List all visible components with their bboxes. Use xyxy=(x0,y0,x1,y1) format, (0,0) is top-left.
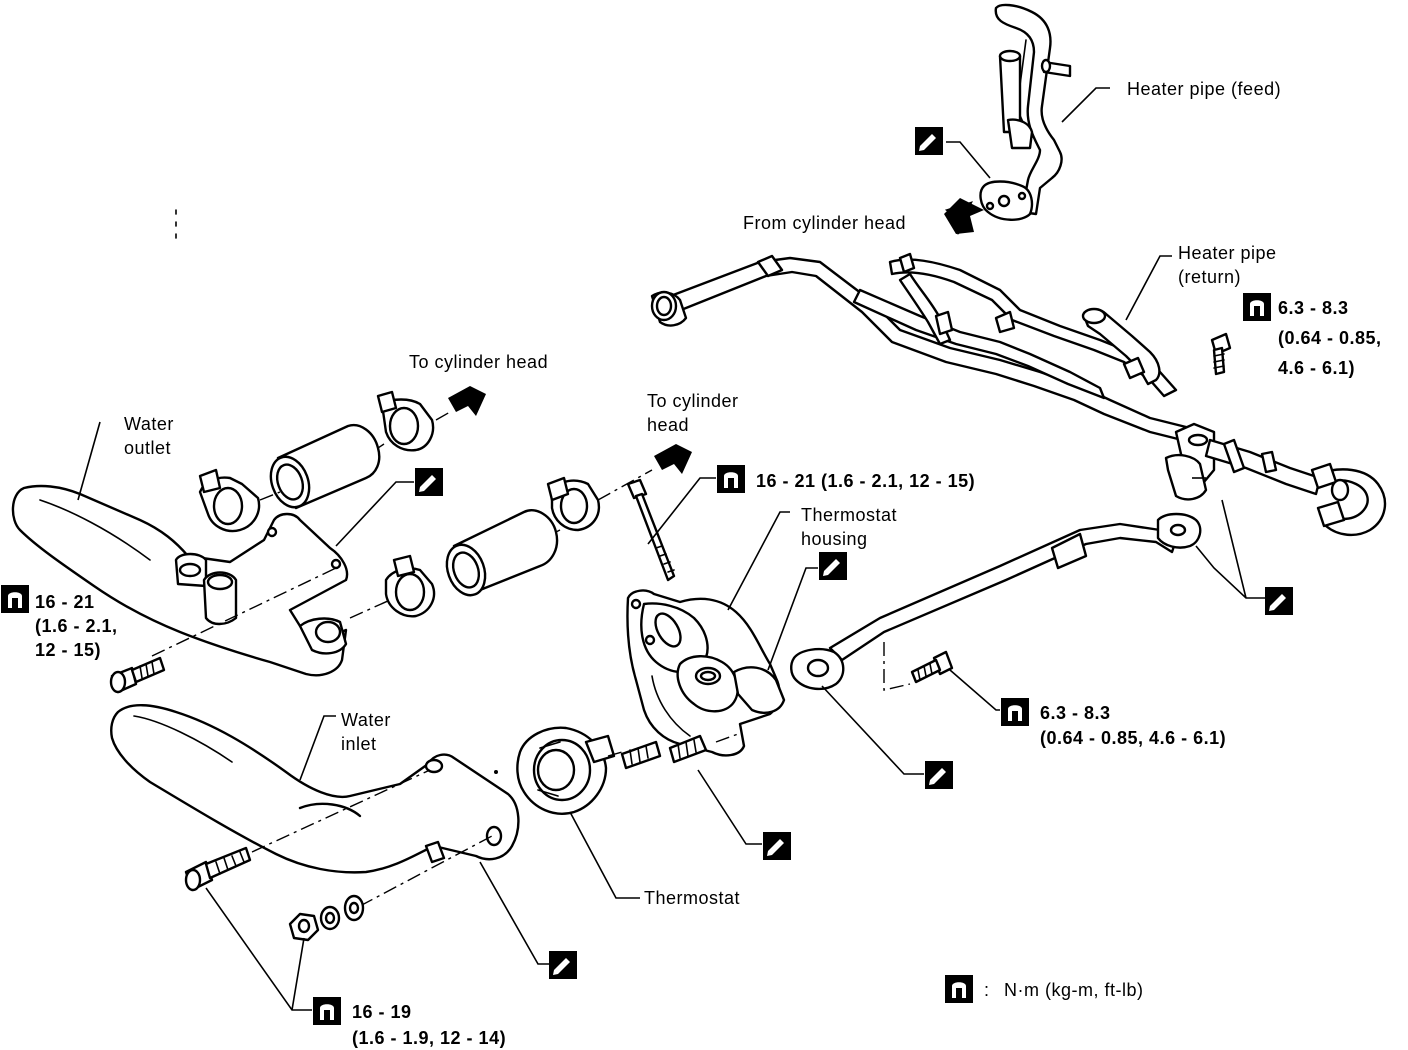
legend-unit: N·m (kg-m, ft-lb) xyxy=(1004,980,1144,1000)
torque-icon xyxy=(1243,293,1271,321)
torque-icon xyxy=(1,585,29,613)
housing-bolt xyxy=(626,478,676,582)
water-inlet xyxy=(110,704,520,874)
heater-pipe-feed xyxy=(979,3,1072,221)
upper-hose xyxy=(198,390,435,533)
torque-spec-inlet: 16 - 19 xyxy=(352,1002,412,1022)
sealant-icon xyxy=(1265,587,1293,615)
nut-washers xyxy=(288,894,365,942)
label-to-cylinder-head-2: To cylinder xyxy=(647,391,739,411)
label-heater-pipe-return-2: (return) xyxy=(1178,267,1242,287)
torque-spec-outlet-2: (1.6 - 2.1, xyxy=(35,616,118,636)
label-from-cylinder-head: From cylinder head xyxy=(743,213,907,233)
torque-spec-heater-pipe: 6.3 - 8.3 xyxy=(1278,298,1349,318)
sealant-icon xyxy=(415,468,443,496)
thermostat xyxy=(516,726,616,815)
thermostat-housing xyxy=(626,589,786,757)
water-outlet xyxy=(11,484,349,677)
heater-pipe-return xyxy=(650,252,1387,537)
label-water-outlet: Water xyxy=(124,414,174,434)
sealant-icon xyxy=(549,951,577,979)
label-thermostat-housing-2: housing xyxy=(801,529,868,549)
torque-spec-outlet-3: 12 - 15) xyxy=(35,640,102,660)
legend-separator: : xyxy=(984,980,990,1000)
torque-icon xyxy=(717,465,745,493)
label-heater-pipe-feed: Heater pipe (feed) xyxy=(1127,79,1282,99)
torque-spec-heater-pipe-3: 4.6 - 6.1) xyxy=(1278,358,1356,378)
torque-icon xyxy=(313,997,341,1025)
torque-spec-inlet-2: (1.6 - 1.9, 12 - 14) xyxy=(352,1028,507,1048)
label-thermostat: Thermostat xyxy=(644,888,741,908)
inlet-bolt xyxy=(184,846,252,892)
torque-spec-outlet: 16 - 21 xyxy=(35,592,95,612)
sealant-icon xyxy=(763,832,791,860)
torque-spec-pipe: 6.3 - 8.3 xyxy=(1040,703,1111,723)
label-thermostat-housing: Thermostat xyxy=(801,505,898,525)
sealant-icon xyxy=(915,127,943,155)
torque-icon xyxy=(1001,698,1029,726)
stud-1 xyxy=(620,740,662,770)
label-heater-pipe-return: Heater pipe xyxy=(1178,243,1277,263)
heater-return-bolt xyxy=(1210,332,1232,376)
torque-legend-icon xyxy=(945,975,973,1003)
arrow-to-cylinder-head-2 xyxy=(654,444,692,474)
torque-spec-heater-pipe-2: (0.64 - 0.85, xyxy=(1278,328,1382,348)
label-to-cylinder-head-2b: head xyxy=(647,415,690,435)
torque-spec-pipe-2: (0.64 - 0.85, 4.6 - 6.1) xyxy=(1040,728,1227,748)
sealant-icon xyxy=(925,761,953,789)
arrow-to-cylinder-head-1 xyxy=(448,386,486,416)
label-water-outlet-2: outlet xyxy=(124,438,172,458)
lower-hose xyxy=(384,476,601,618)
label-water-inlet-2: inlet xyxy=(341,734,377,754)
torque-spec-housing-bolt: 16 - 21 (1.6 - 2.1, 12 - 15) xyxy=(756,471,976,491)
lower-heater-pipe xyxy=(790,512,1202,691)
outlet-bolt xyxy=(109,656,166,694)
sealant-icon xyxy=(819,552,847,580)
label-water-inlet: Water xyxy=(341,710,391,730)
pipe-bolt xyxy=(910,650,954,684)
label-to-cylinder-head: To cylinder head xyxy=(409,352,549,372)
